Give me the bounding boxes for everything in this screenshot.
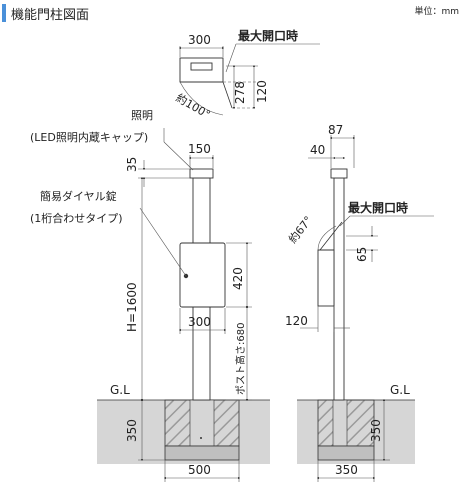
front-lid-height: 120	[255, 80, 269, 103]
front-box-width: 300	[188, 315, 211, 329]
front-lid-depth: 278	[233, 81, 247, 104]
front-box-height: 420	[231, 267, 245, 290]
front-post-height-label: ポスト高さ:680	[234, 323, 247, 395]
front-ground-label: G.L	[110, 383, 130, 397]
front-footing-depth: 350	[125, 419, 139, 442]
side-dimensions	[300, 135, 434, 482]
side-max-open-label: 最大開口時	[348, 200, 408, 215]
side-footing-depth: 350	[369, 419, 383, 442]
front-open-angle: 約100°	[174, 90, 213, 121]
front-footing-width: 500	[188, 463, 211, 477]
light-label: 照明	[131, 109, 153, 122]
side-ground-label: G.L	[390, 383, 410, 397]
front-dimensions	[138, 43, 320, 482]
front-footing	[164, 399, 240, 461]
unit-label: 単位：mm	[414, 7, 459, 17]
title-accent-bar	[2, 4, 6, 22]
front-cap-height: 35	[125, 157, 139, 172]
side-open-angle: 約67°	[285, 213, 315, 246]
light-sub-label: (LED照明内蔵キャップ)	[30, 130, 148, 144]
side-lid-height: 65	[355, 247, 369, 262]
front-top-width: 300	[188, 33, 211, 47]
page-title: 機能門柱図面	[11, 8, 90, 23]
side-footing	[317, 399, 375, 461]
side-footing-width: 350	[335, 463, 358, 477]
lock-label: 簡易ダイヤル錠	[40, 189, 117, 203]
side-post	[317, 168, 348, 401]
lock-sub-label: (1桁合わせタイプ)	[30, 211, 123, 225]
side-post-depth: 40	[310, 143, 325, 157]
side-top-depth: 87	[328, 123, 343, 137]
front-top-view	[179, 57, 256, 116]
front-max-open-label: 最大開口時	[238, 28, 298, 43]
front-post	[179, 168, 226, 401]
front-post-width: 150	[188, 142, 211, 156]
side-box-depth: 120	[285, 314, 308, 328]
front-total-height: H=1600	[125, 282, 139, 332]
